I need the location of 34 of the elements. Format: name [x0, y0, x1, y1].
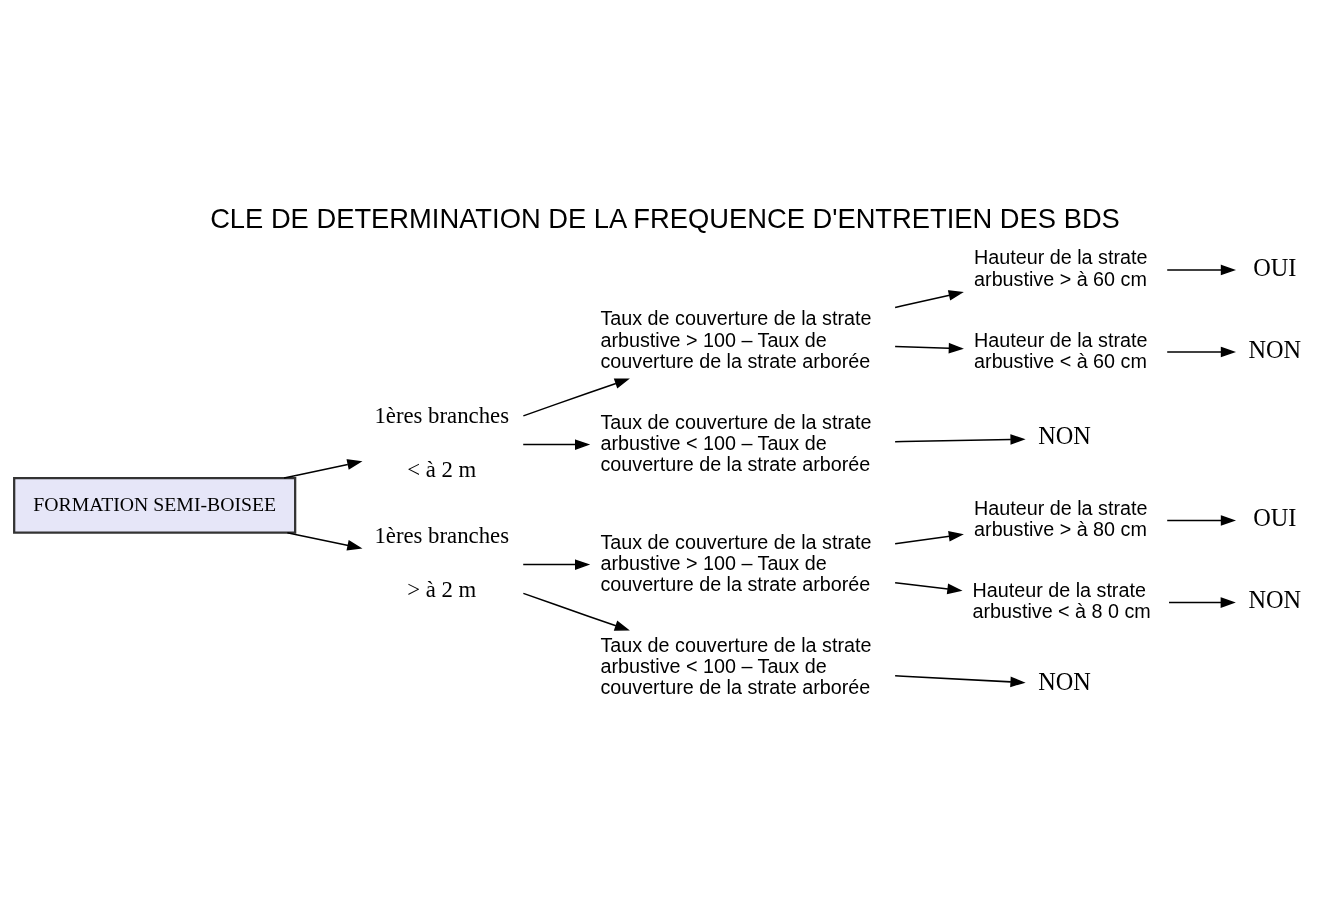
node-text: Taux de couverture de la strate arbustive < 100 – Taux de couverture de la strate arborée: [600, 410, 872, 476]
node-text: 1ères branches > à 2 m: [374, 523, 510, 602]
node-text: NON: [1038, 668, 1091, 696]
arrow: [894, 581, 963, 595]
arrow: [522, 592, 630, 631]
node-text: Taux de couverture de la strate arbustive > 100 – Taux de couverture de la strate arborée: [600, 307, 872, 372]
arrow: [522, 439, 591, 450]
arrow: [522, 559, 591, 570]
node-text: NON: [1038, 422, 1091, 450]
node-text: Hauteur de la strate arbustive > à 80 cm: [974, 497, 1148, 541]
arrow: [894, 675, 1026, 688]
node-text: Hauteur de la strate arbustive < à 60 cm: [974, 328, 1148, 372]
node-text: Taux de couverture de la strate arbustive < 100 – Taux de couverture de la strate arborée: [600, 633, 872, 699]
arrow: [283, 459, 363, 479]
arrow: [1168, 597, 1236, 608]
arrow: [894, 342, 964, 354]
arrow: [894, 434, 1026, 445]
node-text: Hauteur de la strate arbustive > à 60 cm: [974, 246, 1148, 290]
node-text: OUI: [1253, 253, 1297, 281]
arrow: [1166, 264, 1236, 276]
arrow: [1166, 515, 1236, 526]
node-text: 1ères branches < à 2 m: [374, 403, 510, 482]
node-text: OUI: [1253, 504, 1297, 532]
node-text: Taux de couverture de la strate arbustive > 100 – Taux de couverture de la strate arborée: [600, 530, 872, 596]
arrow: [1166, 346, 1236, 358]
arrow: [894, 290, 964, 309]
node-text: NON: [1248, 335, 1302, 363]
node-box: FORMATION SEMI-BOISEE: [13, 476, 297, 534]
arrow: [286, 531, 363, 551]
arrow: [522, 378, 630, 417]
diagram-title: CLE DE DETERMINATION DE LA FREQUENCE D'ENTRETIEN DES BDS: [210, 203, 1120, 235]
arrow: [894, 531, 964, 545]
node-text: Hauteur de la strate arbustive < à 8 0 cm: [972, 579, 1151, 623]
node-text: NON: [1248, 586, 1302, 614]
